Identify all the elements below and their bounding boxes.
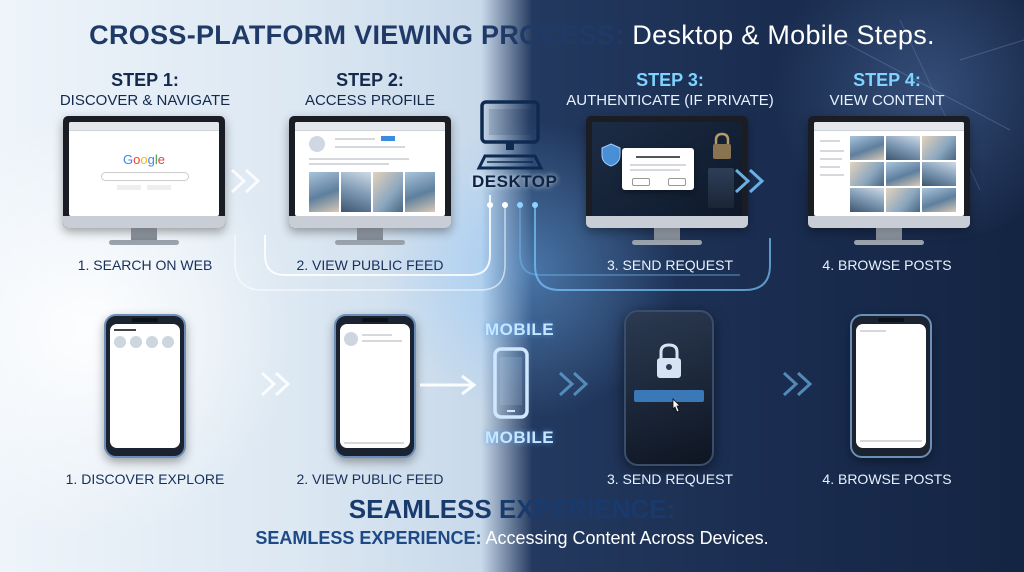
title-rest: Desktop & Mobile Steps.: [624, 20, 935, 50]
step-2-number: STEP 2:: [336, 70, 404, 90]
desktop-caption-2: 2. VIEW PUBLIC FEED: [296, 257, 444, 273]
step-4-number: STEP 4:: [853, 70, 921, 90]
mobile-label-bottom: MOBILE: [485, 428, 555, 447]
profile-feed-screen: [295, 122, 445, 216]
footer-sub-rest: Accessing Content Across Devices.: [481, 528, 769, 548]
search-screen: Google: [69, 122, 219, 216]
desktop-feed-monitor: [289, 116, 451, 245]
desktop-browse-monitor: [808, 116, 970, 245]
follow-button-graphic: [381, 136, 395, 141]
step-1-name: DISCOVER & NAVIGATE: [59, 92, 231, 109]
search-box: [101, 172, 189, 181]
mobile-locked-phone: [624, 310, 714, 466]
padlock-icon: [657, 343, 681, 378]
search-engine-logo: Google: [123, 152, 165, 167]
page-title: CROSS-PLATFORM VIEWING PROCESS: Desktop …: [0, 20, 1024, 51]
follow-request-button-graphic: [634, 390, 704, 402]
mobile-caption-1: 1. DISCOVER EXPLORE: [65, 471, 225, 487]
request-dialog: [622, 148, 694, 190]
mobile-explore-phone: [104, 314, 186, 458]
footer-headline: SEAMLESS EXPERIENCE:: [348, 494, 676, 524]
footer-subline: SEAMLESS EXPERIENCE: Accessing Content A…: [0, 528, 1024, 549]
arrow-right-icon: [420, 374, 477, 396]
desktop-computer-icon: [476, 100, 544, 170]
step-3-number: STEP 3:: [636, 70, 704, 90]
mobile-browse-screen: [856, 324, 926, 448]
browse-posts-screen: [814, 122, 964, 216]
mobile-browse-phone: [850, 314, 932, 458]
arrow-right-icon: [558, 371, 589, 397]
mobile-label-top: MOBILE: [485, 320, 555, 339]
mobile-feed-screen: [340, 324, 410, 448]
step-2-name: ACCESS PROFILE: [304, 92, 436, 109]
shield-icon: [601, 143, 621, 167]
desktop-label: DESKTOP: [472, 172, 558, 191]
title-bold: CROSS-PLATFORM VIEWING PROCESS:: [89, 20, 625, 50]
mobile-caption-4: 4. BROWSE POSTS: [822, 471, 952, 487]
arrow-right-icon: [260, 371, 291, 397]
explore-screen: [110, 324, 180, 448]
padlock-icon: [713, 132, 731, 159]
mobile-feed-phone: [334, 314, 416, 458]
arrow-right-icon: [734, 168, 765, 194]
desktop-search-monitor: Google: [63, 116, 225, 245]
desktop-caption-4: 4. BROWSE POSTS: [822, 257, 952, 273]
desktop-auth-monitor: [586, 116, 748, 245]
desktop-caption-3: 3. SEND REQUEST: [606, 257, 734, 273]
profile-avatar: [309, 136, 325, 152]
mobile-caption-2: 2. VIEW PUBLIC FEED: [296, 471, 444, 487]
step-1-number: STEP 1:: [111, 70, 179, 90]
mobile-caption-3: 3. SEND REQUEST: [606, 471, 734, 487]
cursor-hand-icon: [672, 398, 681, 413]
arrow-right-icon: [782, 371, 813, 397]
desktop-caption-1: 1. SEARCH ON WEB: [77, 257, 213, 273]
auth-screen: [592, 122, 742, 216]
arrow-right-icon: [230, 168, 261, 194]
step-4-name: VIEW CONTENT: [829, 92, 945, 109]
smartphone-icon: [493, 347, 529, 419]
footer-sub-bold: SEAMLESS EXPERIENCE:: [255, 528, 482, 548]
step-3-name: AUTHENTICATE (IF PRIVATE): [566, 92, 774, 109]
